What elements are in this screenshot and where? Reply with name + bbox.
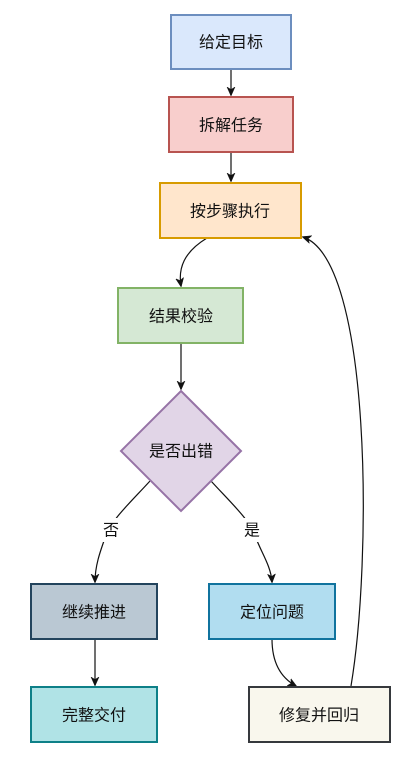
node-continue: 继续推进: [30, 583, 158, 640]
edge-fix-to-execute: [303, 237, 364, 687]
node-execute: 按步骤执行: [159, 182, 302, 239]
node-decompose-label: 拆解任务: [199, 116, 263, 135]
node-execute-box: [159, 182, 302, 239]
node-set-goal: 给定目标: [170, 14, 292, 70]
node-deliver-label: 完整交付: [62, 706, 126, 725]
edge-labels: 否 是: [99, 518, 264, 542]
node-locate-label: 定位问题: [240, 603, 304, 622]
edge-label-no-bg: [99, 518, 123, 542]
node-deliver: 完整交付: [30, 686, 158, 743]
node-verify-label: 结果校验: [149, 307, 213, 326]
node-locate: 定位问题: [208, 583, 336, 640]
node-has-error-label: 是否出错: [149, 442, 213, 461]
node-deliver-box: [30, 686, 158, 743]
edge-label-yes-bg: [240, 518, 264, 542]
node-decompose-box: [168, 96, 294, 153]
edge-label-no: 否: [103, 521, 119, 540]
node-execute-label: 按步骤执行: [190, 202, 270, 221]
node-set-goal-box: [170, 14, 292, 70]
edge-locate-to-fix: [271, 638, 296, 686]
node-locate-box: [208, 583, 336, 640]
node-fix: 修复并回归: [248, 686, 391, 743]
edge-label-yes: 是: [244, 521, 260, 540]
node-continue-box: [30, 583, 158, 640]
node-fix-box: [248, 686, 391, 743]
node-fix-label: 修复并回归: [279, 706, 359, 725]
edge-execute-to-verify: [180, 237, 208, 286]
node-verify: 结果校验: [117, 287, 244, 344]
node-has-error-diamond: [119, 389, 243, 513]
node-has-error: 是否出错: [119, 389, 243, 513]
node-decompose: 拆解任务: [168, 96, 294, 153]
node-continue-label: 继续推进: [62, 603, 126, 622]
node-set-goal-label: 给定目标: [199, 33, 263, 52]
node-verify-box: [117, 287, 244, 344]
